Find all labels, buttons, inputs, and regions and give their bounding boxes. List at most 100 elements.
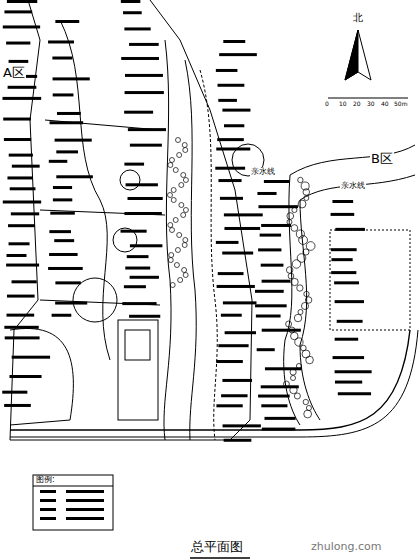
annotation-bar bbox=[124, 212, 161, 215]
path-line bbox=[40, 120, 165, 305]
annotation-bar bbox=[224, 213, 263, 216]
annotation-bar bbox=[218, 179, 241, 182]
tree-symbol bbox=[169, 253, 174, 258]
annotation-bar bbox=[9, 242, 30, 245]
zone-a-boundary bbox=[10, 0, 252, 440]
annotation-bar bbox=[55, 20, 79, 23]
channel-edge bbox=[185, 60, 196, 440]
annotation-bar bbox=[128, 128, 166, 131]
scale-number: 30 bbox=[366, 101, 376, 108]
tree-symbol bbox=[176, 138, 181, 143]
annotation-bar bbox=[128, 197, 163, 200]
tree-symbol bbox=[287, 219, 292, 224]
annotation-bar bbox=[130, 144, 162, 147]
annotation-bar bbox=[4, 10, 32, 13]
zone-b-lot bbox=[330, 230, 410, 330]
annotation-bar bbox=[261, 224, 291, 227]
tree-symbol bbox=[173, 218, 178, 223]
tree-symbol bbox=[181, 213, 186, 218]
annotation-bar bbox=[122, 302, 156, 305]
annotation-bar bbox=[262, 280, 291, 283]
tree-symbol bbox=[175, 248, 180, 253]
annotation-bar bbox=[50, 212, 75, 215]
annotation-bar bbox=[7, 314, 35, 317]
annotation-bar bbox=[52, 57, 72, 60]
tree-symbol bbox=[183, 178, 188, 183]
tree-symbol bbox=[305, 297, 312, 304]
legend-sample bbox=[40, 508, 56, 511]
annotation-bar bbox=[53, 186, 72, 189]
annotation-bar bbox=[256, 315, 281, 318]
tree-symbol bbox=[168, 163, 173, 168]
tree-symbol bbox=[170, 283, 175, 288]
tree-symbol bbox=[301, 302, 308, 309]
annotation-bar bbox=[4, 138, 31, 141]
annotation-bar bbox=[223, 424, 261, 427]
annotation-bar bbox=[129, 43, 159, 46]
annotation-bar bbox=[217, 138, 244, 141]
annotation-bar bbox=[4, 326, 38, 329]
annotation-bar bbox=[9, 60, 29, 63]
annotation-bar bbox=[54, 239, 74, 242]
annotation-bar bbox=[121, 57, 159, 60]
tree-symbols bbox=[168, 138, 316, 418]
tree-symbol bbox=[290, 369, 296, 375]
tree-symbol bbox=[182, 243, 187, 248]
annotation-bar bbox=[255, 290, 284, 293]
area-label: 亲水线 bbox=[340, 182, 366, 191]
tree-symbol bbox=[306, 356, 314, 364]
legend-sample bbox=[66, 517, 104, 520]
tree-symbol bbox=[173, 168, 178, 173]
annotation-bar bbox=[224, 124, 244, 127]
tree-symbol bbox=[171, 188, 176, 193]
annotation-bars bbox=[2, 0, 371, 520]
tree-symbol bbox=[174, 263, 179, 268]
annotation-bar bbox=[216, 147, 250, 150]
tree-symbol bbox=[182, 143, 187, 148]
tree-symbol bbox=[168, 193, 173, 198]
annotation-bar bbox=[332, 200, 353, 203]
scale-number: 20 bbox=[352, 101, 362, 108]
tree-symbol bbox=[298, 309, 303, 314]
scale-number: 40 bbox=[380, 101, 390, 108]
tree-symbol bbox=[283, 381, 289, 387]
tree-symbol bbox=[168, 223, 173, 228]
annotation-bar bbox=[218, 99, 237, 102]
tree-symbol bbox=[287, 213, 294, 220]
annotation-bar bbox=[3, 25, 40, 28]
annotation-bar bbox=[56, 175, 93, 178]
plaza-circle bbox=[73, 278, 117, 322]
scale-number: 50m bbox=[393, 101, 408, 108]
annotation-bar bbox=[125, 74, 163, 77]
annotation-bar bbox=[129, 315, 160, 318]
legend-box bbox=[33, 475, 113, 530]
building bbox=[118, 320, 158, 420]
annotation-bar bbox=[7, 254, 27, 257]
zone-b-edge bbox=[300, 200, 320, 420]
tree-symbol bbox=[297, 285, 303, 291]
lawn-area bbox=[10, 328, 73, 425]
zone-label: B区 bbox=[370, 152, 394, 166]
annotation-bar bbox=[331, 271, 356, 274]
annotation-bar bbox=[11, 212, 39, 215]
tree-symbol bbox=[288, 273, 294, 279]
north-arrow bbox=[345, 30, 358, 80]
tree-symbol bbox=[294, 314, 301, 321]
annotation-bar bbox=[6, 264, 39, 267]
legend-sample bbox=[40, 517, 56, 520]
annotation-bar bbox=[216, 69, 238, 72]
annotation-bar bbox=[7, 0, 37, 3]
annotation-bar bbox=[127, 255, 149, 258]
annotation-bar bbox=[53, 77, 90, 80]
annotation-bar bbox=[2, 391, 27, 394]
legend-rule bbox=[33, 486, 113, 487]
tree-symbol bbox=[171, 198, 176, 203]
annotation-bar bbox=[125, 91, 164, 94]
tree-symbol bbox=[179, 183, 184, 188]
area-label: 亲水线 bbox=[250, 168, 276, 177]
legend-sample bbox=[66, 508, 104, 511]
road bbox=[10, 330, 410, 430]
annotation-bar bbox=[9, 154, 33, 157]
annotation-bar bbox=[223, 40, 245, 43]
annotation-bar bbox=[331, 258, 352, 261]
